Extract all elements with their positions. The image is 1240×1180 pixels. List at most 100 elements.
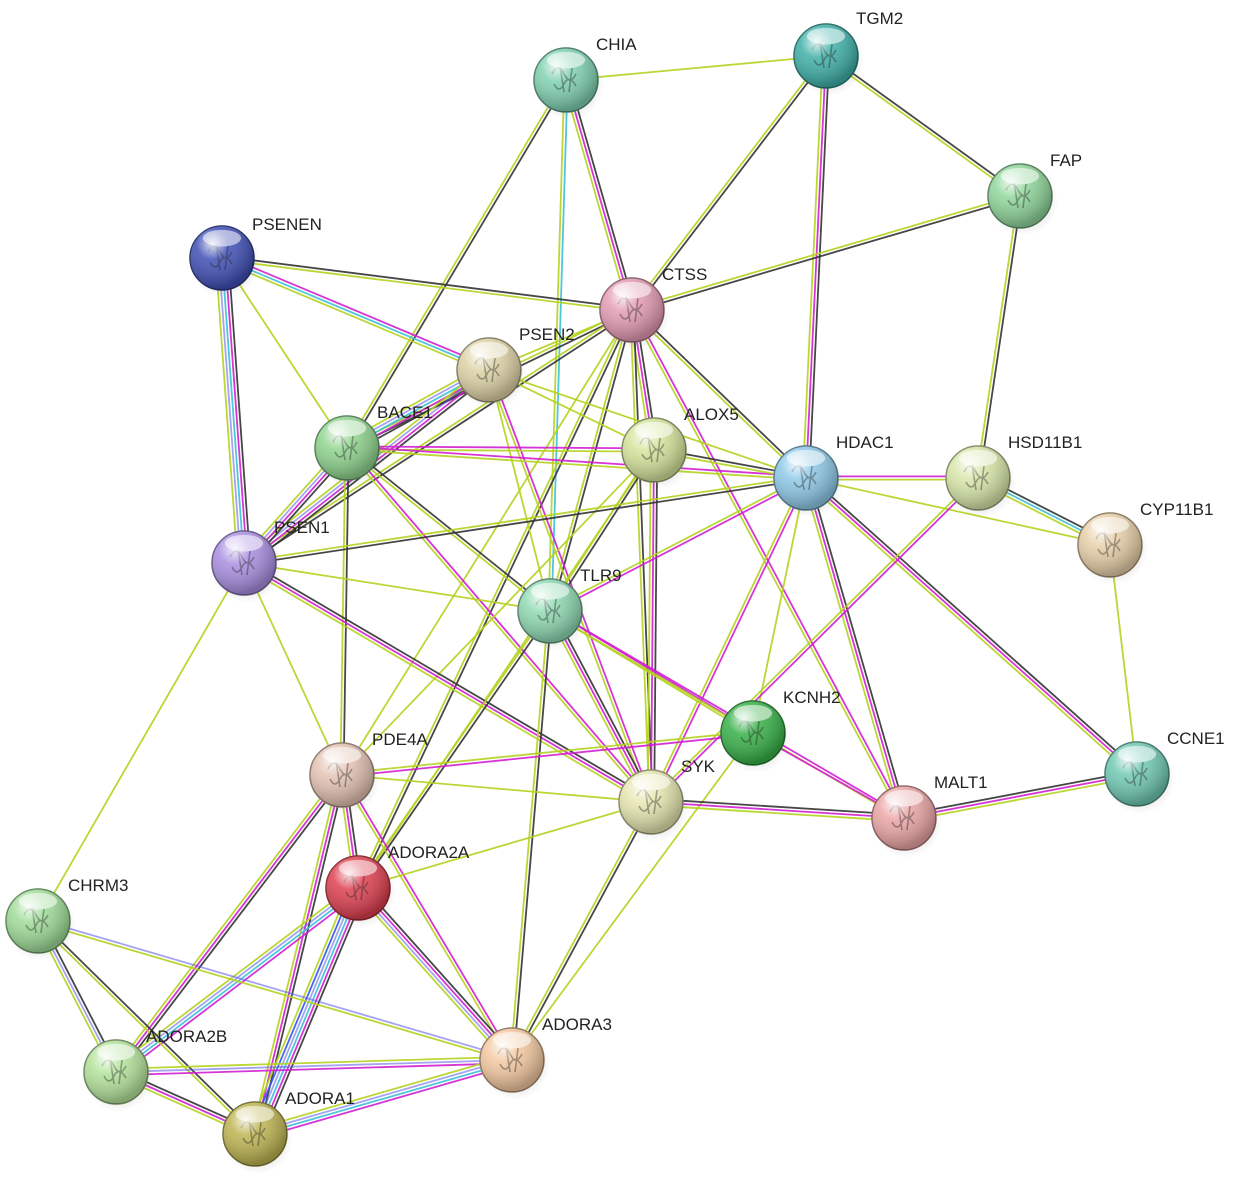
node-label: CTSS (662, 265, 707, 284)
edge-line-text_mining (511, 732, 754, 1061)
node-adora1[interactable]: ADORA1 (222, 1089, 355, 1174)
edge-chrm3-adora1 (36, 919, 257, 1136)
edge-line-coexpression (651, 797, 905, 816)
node-highlight (546, 51, 586, 69)
node-hdac1[interactable]: HDAC1 (773, 433, 894, 518)
node-ctss[interactable]: CTSS (599, 265, 707, 350)
edge-line-coexpression (808, 476, 908, 818)
edge-line-text_mining (220, 260, 489, 374)
node-fap[interactable]: FAP (987, 151, 1082, 236)
edge-alox5-pde4a (341, 449, 655, 776)
node-bace1[interactable]: BACE1 (314, 403, 433, 488)
node-adora2a[interactable]: ADORA2A (325, 843, 470, 928)
node-label: CHRM3 (68, 876, 128, 895)
node-chia[interactable]: CHIA (533, 35, 637, 120)
edge-syk-adora3 (509, 800, 654, 1062)
edge-line-experimental (222, 254, 491, 368)
edge-line-text_mining (648, 476, 806, 802)
edge-line-coexpression (653, 450, 659, 803)
node-psen1[interactable]: PSEN1 (211, 518, 330, 603)
edge-fap-hsd11b1 (975, 195, 1023, 479)
edge-hdac1-cyp11b1 (805, 477, 1111, 546)
node-label: ADORA1 (285, 1089, 355, 1108)
edge-line-coexpression (227, 257, 252, 563)
edge-line-experimental (650, 449, 655, 803)
edge-alox5-syk (646, 449, 659, 803)
node-label: ADORA3 (542, 1015, 612, 1034)
edge-line-text_mining (341, 730, 753, 775)
node-adora2b[interactable]: ADORA2B (83, 1027, 227, 1112)
edge-line-database (550, 80, 569, 612)
edge-line-database (255, 888, 361, 1135)
edge-line-coexpression (807, 474, 1140, 773)
edge-line-experimental (632, 308, 907, 818)
edge-line-coexpression (512, 611, 553, 1061)
edge-line-coexpression (245, 559, 654, 801)
edge-line-experimental (805, 477, 905, 819)
node-label: PDE4A (372, 730, 428, 749)
edge-line-experimental (903, 773, 1138, 819)
edge-line-coexpression (244, 478, 807, 566)
node-label: HSD11B1 (1008, 433, 1082, 452)
edge-line-coexpression (512, 802, 654, 1062)
edge-line-text_mining (341, 309, 633, 776)
node-highlight (1090, 516, 1130, 534)
edge-hdac1-psen1 (243, 475, 807, 566)
node-highlight (469, 341, 509, 359)
node-highlight (202, 229, 242, 247)
edge-line-coexpression (38, 919, 257, 1134)
edge-tgm2-ctss (630, 54, 828, 312)
edge-line-text_mining (344, 78, 566, 448)
edge-line-coexpression (632, 309, 654, 802)
node-label: BACE1 (377, 403, 433, 422)
edge-line-homology (217, 258, 242, 564)
edge-line-text_mining (251, 774, 340, 1134)
edge-hsd11b1-syk (649, 476, 980, 804)
edge-line-cooccurrence (249, 885, 355, 1133)
node-kcnh2[interactable]: KCNH2 (720, 688, 841, 773)
node-tlr9[interactable]: TLR9 (517, 566, 622, 651)
edge-pde4a-adora3 (339, 773, 515, 1062)
edge-line-coexpression (222, 255, 633, 310)
edge-line-text_mining (346, 448, 806, 481)
node-pde4a[interactable]: PDE4A (309, 730, 428, 815)
edge-line-text_mining (355, 308, 632, 888)
edge-line-coexpression (117, 776, 346, 1075)
edge-line-text_mining (341, 449, 655, 776)
edge-tlr9-adora3 (509, 610, 553, 1061)
node-highlight (1117, 745, 1157, 763)
edge-line-coexpression (903, 769, 1137, 816)
edge-line-experimental (224, 257, 249, 563)
node-cyp11b1[interactable]: CYP11B1 (1077, 500, 1213, 585)
edge-line-text_mining (802, 478, 902, 820)
node-psen2[interactable]: PSEN2 (456, 325, 575, 410)
node-highlight (733, 704, 773, 722)
node-chrm3[interactable]: CHRM3 (5, 876, 128, 961)
edge-line-text_mining (345, 448, 651, 804)
node-label: ALOX5 (684, 405, 739, 424)
node-malt1[interactable]: MALT1 (871, 773, 988, 858)
edge-line-text_mining (646, 449, 652, 802)
edge-line-coexpression (550, 310, 635, 612)
node-label: SYK (681, 757, 716, 776)
edge-line-coexpression (257, 775, 346, 1135)
edge-line-homology (114, 886, 358, 1072)
node-tgm2[interactable]: TGM2 (793, 9, 903, 96)
node-syk[interactable]: SYK (618, 757, 716, 842)
edge-line-experimental (342, 773, 515, 1060)
edge-line-text_mining (37, 921, 512, 1063)
edge-line-text_mining (649, 476, 978, 802)
node-highlight (884, 789, 924, 807)
edge-line-text_mining (904, 776, 1138, 823)
node-psenen[interactable]: PSENEN (189, 215, 322, 298)
edge-line-experimental (116, 1062, 513, 1077)
node-alox5[interactable]: ALOX5 (621, 405, 739, 490)
node-highlight (1000, 167, 1040, 185)
node-adora3[interactable]: ADORA3 (479, 1015, 612, 1100)
edge-tlr9-adora2a (355, 609, 553, 890)
edge-line-text_mining (355, 609, 550, 888)
edge-psenen-psen2 (220, 254, 491, 374)
node-ccne1[interactable]: CCNE1 (1104, 729, 1225, 814)
node-highlight (612, 281, 652, 299)
node-hsd11b1[interactable]: HSD11B1 (945, 433, 1082, 518)
